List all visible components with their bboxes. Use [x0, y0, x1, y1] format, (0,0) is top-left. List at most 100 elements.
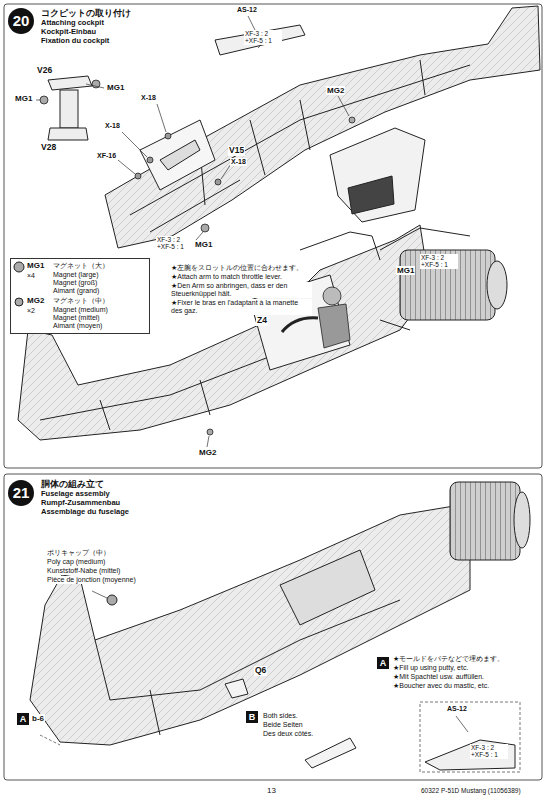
pilot-figure — [318, 304, 350, 348]
pilot-figure — [323, 287, 341, 305]
part-code: V28 — [40, 143, 57, 153]
fuselage-half — [40, 345, 300, 430]
paint-code: AS-12 — [446, 705, 468, 713]
engine — [380, 228, 507, 330]
paint-code: X-18 — [104, 122, 121, 130]
paint-code: AS-12 — [236, 6, 258, 14]
small-part — [165, 133, 171, 139]
part-note: Poly cap (medium) — [46, 558, 106, 566]
note-text: Both sides. — [262, 712, 299, 720]
part-code: MG2 — [198, 448, 217, 457]
step-title: 胴体の組み立て — [40, 479, 105, 489]
fuselage-assembly — [40, 702, 520, 772]
paint-code: XF-16 — [96, 152, 117, 160]
small-part — [135, 173, 141, 179]
leader-line — [338, 96, 349, 116]
fuselage-assembly — [95, 600, 400, 735]
part-code: V15 — [228, 146, 245, 156]
fuselage-half — [160, 140, 200, 170]
step-number: 21 — [8, 480, 34, 506]
small-part — [135, 133, 221, 185]
key-text: Magnet (large) Magnet (groß) Aimant (gra… — [53, 271, 115, 295]
key-text: Magnet (medium) Magnet (mittel) Aimant (… — [53, 306, 115, 330]
magnet-symbol — [14, 262, 24, 272]
fuselage-assembly — [107, 595, 117, 605]
part-code: b-6 — [31, 714, 45, 723]
fuselage-half — [300, 232, 380, 260]
paint-key: A — [17, 713, 29, 725]
fuselage-assembly — [305, 738, 356, 768]
pedestal-part — [60, 90, 78, 128]
fuselage-half — [330, 128, 425, 222]
note-text: ★モールドをパテなどで埋めます。 — [392, 655, 505, 663]
key-letter: B — [246, 711, 258, 723]
part-note: Pièce de jonction (moyenne) — [46, 576, 137, 584]
magnet-mark — [349, 117, 355, 123]
pedestal-part — [48, 128, 88, 140]
fuselage-half — [348, 176, 394, 214]
part-code: MG1 — [14, 94, 33, 103]
engine — [400, 250, 495, 320]
part-code: V26 — [36, 66, 53, 76]
step-frame — [4, 4, 542, 468]
part-code: MG1 — [194, 240, 213, 249]
paint-code: X-18 — [230, 158, 247, 166]
step-title: Kockpit-Einbau — [40, 28, 97, 37]
magnet-symbol — [11, 259, 25, 331]
leader-line — [207, 436, 209, 447]
note-text: Des deux côtés. — [262, 730, 314, 738]
leader-line — [196, 232, 203, 240]
part-code: MG2 — [27, 296, 44, 305]
note-text: ★Mit Spachtel usw. auffüllen. — [392, 673, 485, 681]
key-text: マグネット（大） — [53, 262, 109, 270]
step-number: 20 — [8, 8, 34, 34]
leader-line — [456, 716, 468, 732]
note-text: ★Attach arm to match throttle lever. — [170, 273, 283, 281]
note-text: ★Fixer le bras en l'adaptant à la manett… — [170, 299, 312, 315]
paint-mix: XF-3 : 2 +XF-5 : 1 — [156, 236, 194, 251]
engine — [487, 261, 507, 309]
part-code: MG1 — [396, 266, 415, 275]
fuselage-assembly — [425, 740, 515, 770]
fuselage-half — [215, 25, 305, 55]
magnet-key-box: MG1マグネット（大）×4Magnet (large) Magnet (groß… — [10, 258, 150, 334]
part-note: Kunststoff-Nabe (mittel) — [46, 567, 121, 575]
paint-mix: XF-3 : 2 +XF-5 : 1 — [470, 744, 508, 759]
leader-line — [86, 84, 104, 88]
leader-line — [157, 104, 166, 132]
pilot-figure — [282, 318, 318, 332]
footer-code: 60322 P-51D Mustang (11056389) — [420, 787, 522, 794]
part-code: MG2 — [326, 86, 345, 95]
paint-mix: XF-3 : 2 +XF-5 : 1 — [244, 30, 282, 45]
key-text: マグネット（中） — [53, 297, 109, 305]
note-text: ★Boucher avec du mastic, etc. — [392, 682, 490, 690]
paint-mix: XF-3 : 2 +XF-5 : 1 — [420, 254, 458, 269]
fuselage-assembly — [225, 679, 248, 698]
fuselage-assembly — [450, 482, 520, 560]
pedestal-part — [48, 76, 92, 140]
key-text: ×4 — [27, 272, 35, 280]
part-code: Z4 — [256, 316, 268, 326]
step-frame — [4, 4, 542, 780]
fuselage-assembly — [30, 505, 470, 745]
leader-line — [36, 100, 40, 101]
page-number: 13 — [266, 786, 277, 795]
leader-line — [92, 591, 107, 598]
fuselage-assembly — [514, 492, 530, 548]
pedestal-part — [48, 76, 92, 90]
step-title: Fuselage assembly — [40, 490, 111, 499]
key-text: ×2 — [27, 307, 35, 315]
part-code: Q6 — [254, 666, 267, 676]
key-letter: A — [377, 657, 389, 669]
fuselage-half — [105, 6, 540, 248]
key-letter: A — [17, 713, 29, 725]
step-title: コクピットの取り付け — [40, 8, 132, 18]
step-number: 21 — [8, 480, 34, 506]
leader-line — [118, 160, 135, 174]
paint-key: A — [377, 657, 389, 669]
step-title: Assemblage du fuselage — [40, 508, 130, 517]
fuselage-half — [140, 120, 215, 190]
fuselage-half — [105, 6, 540, 248]
note-text: ★Fill up using putty, etc. — [392, 664, 469, 672]
magnet-mark — [207, 429, 213, 435]
